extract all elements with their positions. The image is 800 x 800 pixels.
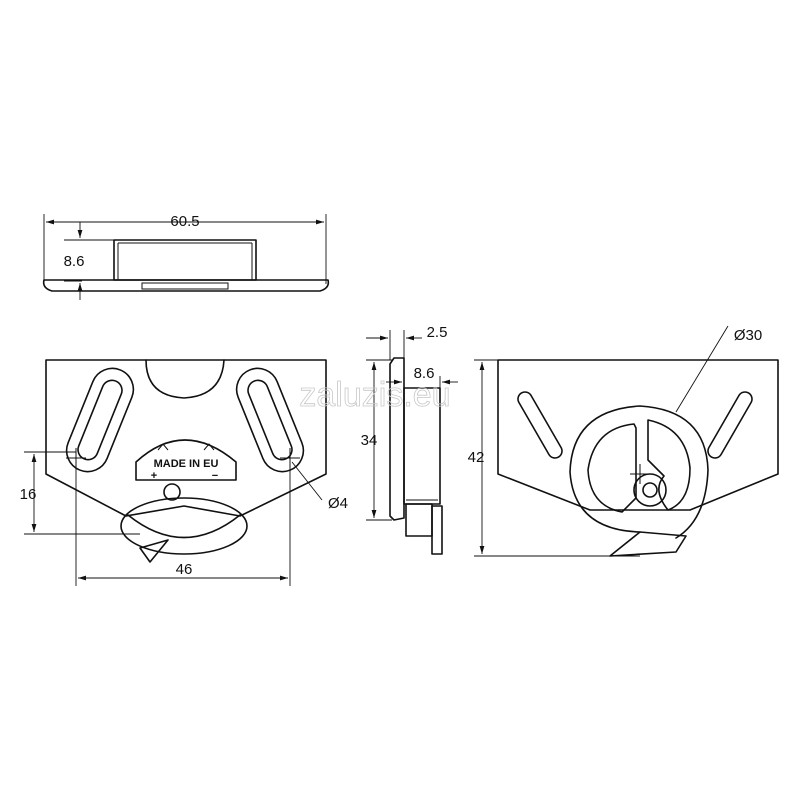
made-in-eu-mark: MADE IN EU — [154, 458, 219, 470]
plus-mark: + — [151, 470, 157, 482]
dim-side-thickness: 2.5 — [427, 324, 448, 341]
minus-mark: − — [212, 470, 218, 482]
top-view — [42, 214, 330, 300]
back-view — [474, 325, 779, 557]
dim-back-height: 42 — [468, 449, 485, 466]
watermark: zaluzis.eu — [299, 376, 450, 414]
dim-side-depth: 8.6 — [414, 365, 435, 382]
side-view — [366, 330, 458, 555]
dim-wheel-dia: Ø30 — [734, 327, 762, 344]
dim-top-height: 8.6 — [64, 253, 85, 270]
dim-side-height: 34 — [361, 432, 378, 449]
front-view — [24, 359, 327, 586]
dim-hole-dia: Ø4 — [328, 495, 348, 512]
dim-front-offset: 16 — [20, 486, 37, 503]
dim-front-spacing: 46 — [176, 561, 193, 578]
dim-top-width: 60.5 — [170, 213, 199, 230]
